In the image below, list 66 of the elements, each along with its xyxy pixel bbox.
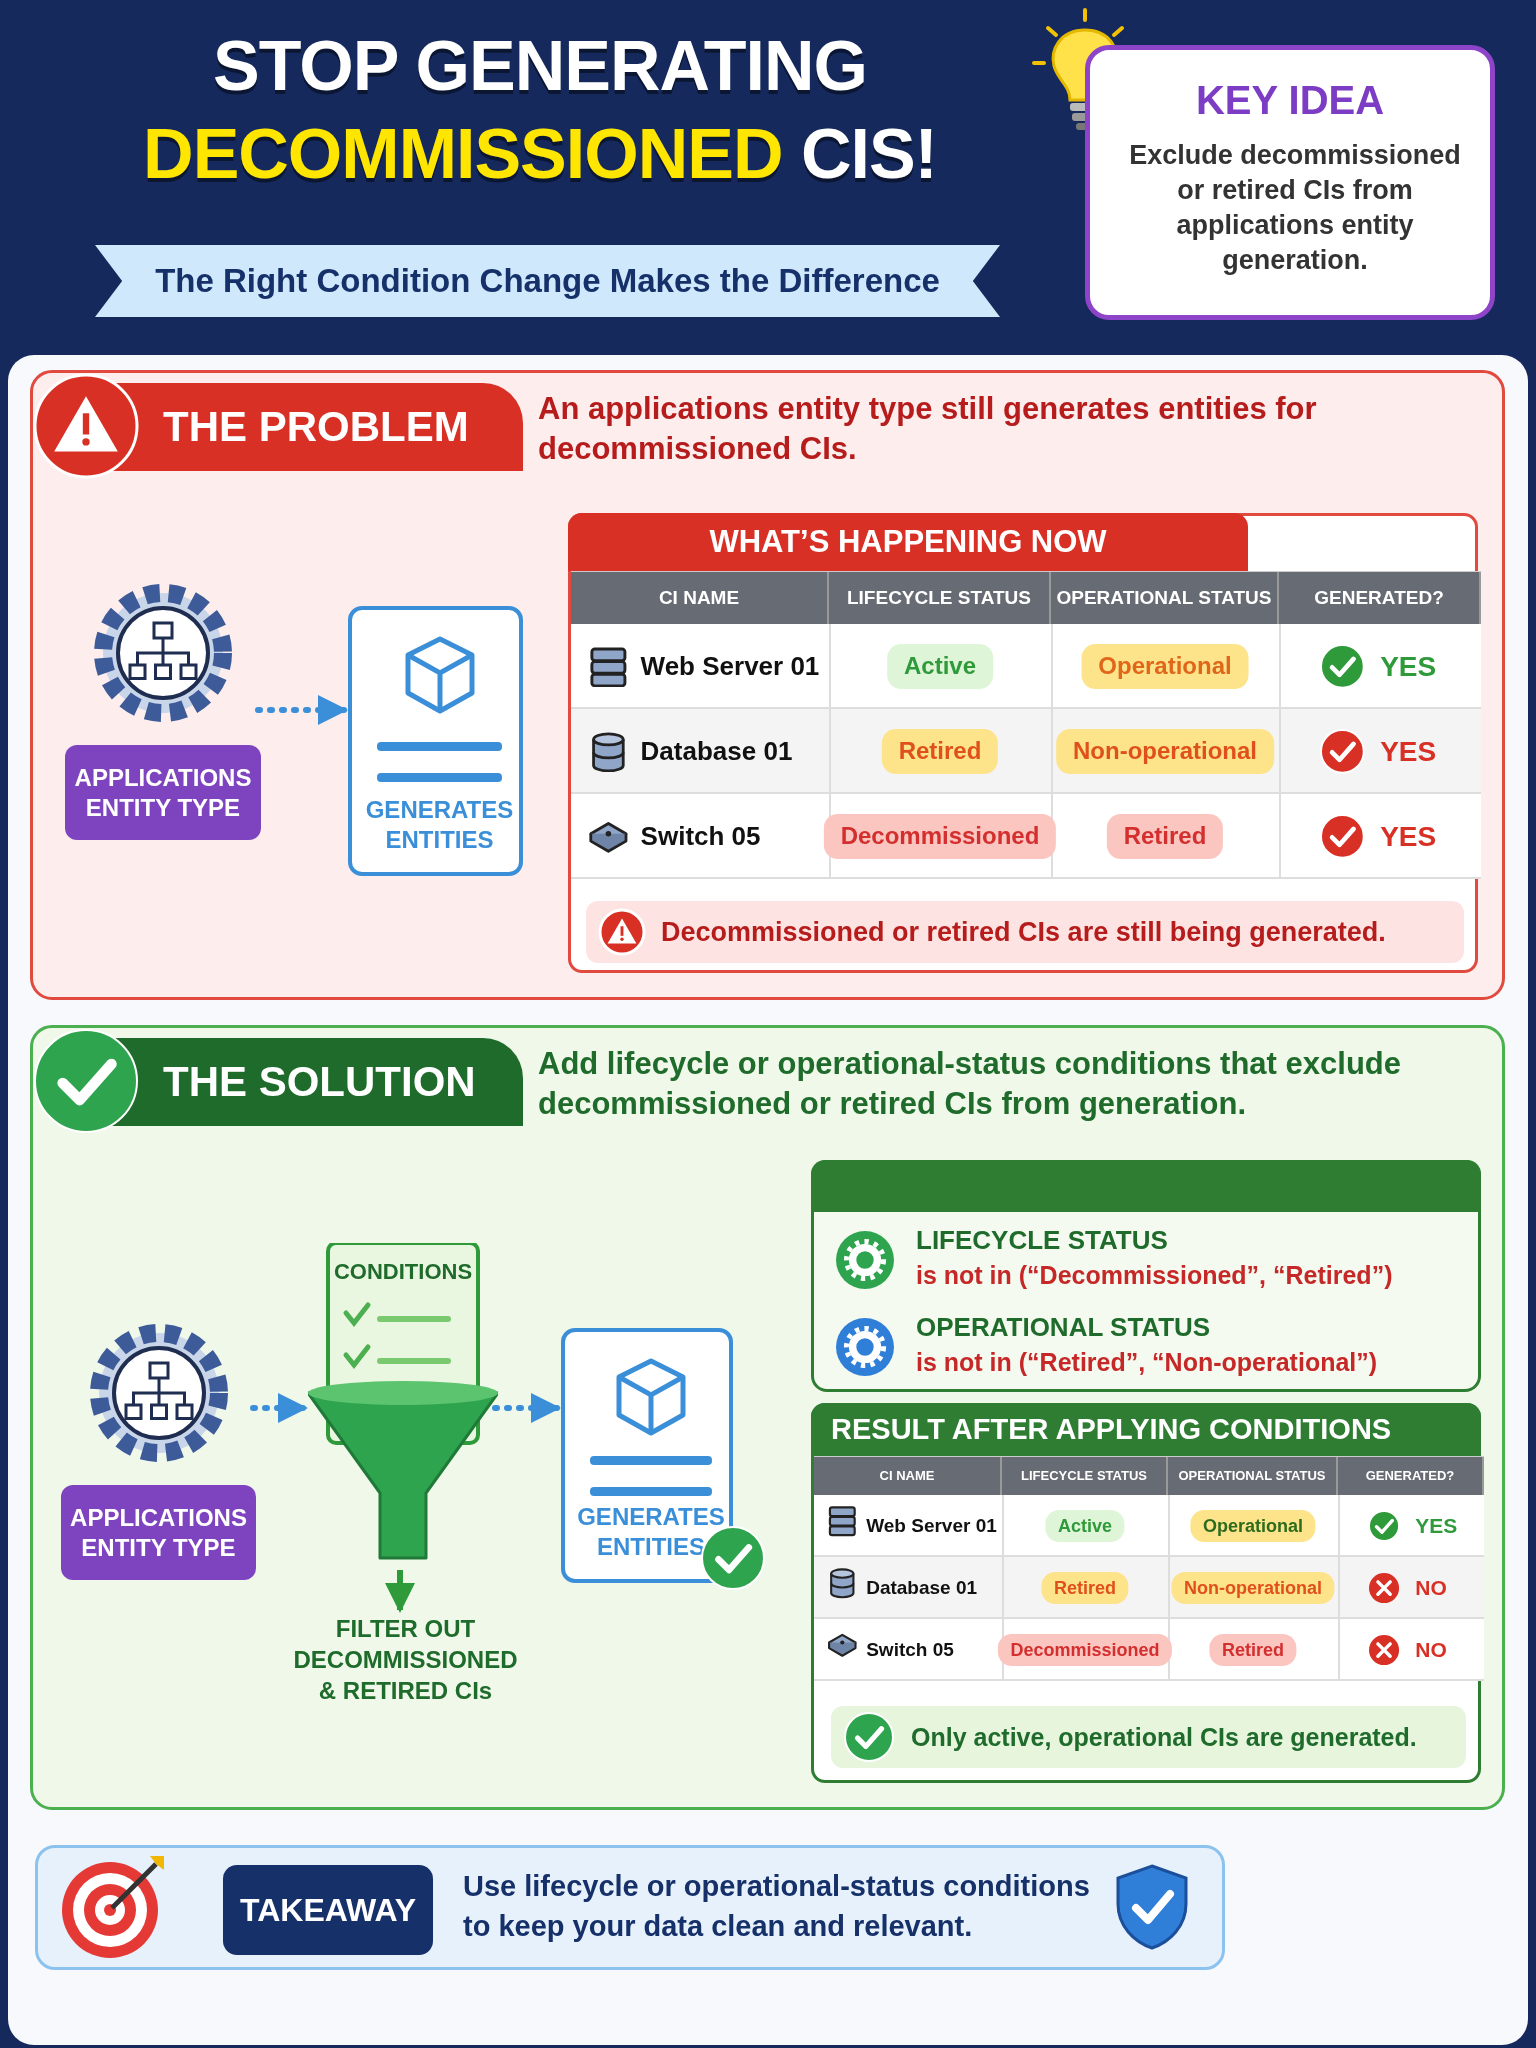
alert-banner: [831, 1706, 1466, 1768]
card-heading: KEY IDEA: [1194, 78, 1386, 123]
subtitle-ribbon: The Right Condition Change Makes the Difference: [95, 245, 1000, 317]
condition-rule: is not in (“Decommissioned”, “Retired”): [916, 1261, 1393, 1290]
document-heading: CONDITIONS: [332, 1259, 474, 1285]
takeaway-label: TAKEAWAY: [223, 1865, 433, 1955]
card-text: Exclude decommissioned or retired CIs from applications entity generation.: [1128, 139, 1462, 277]
ci-name: Web Server 01: [866, 1514, 997, 1538]
entity-type-tag: APPLICATIONS ENTITY TYPE: [65, 745, 261, 840]
column-header: LIFECYCLE STATUS: [829, 572, 1051, 624]
generated-value: NO: [1415, 1575, 1447, 1601]
ci-name: Switch 05: [866, 1638, 954, 1662]
generated-value: YES: [1380, 820, 1437, 854]
status-pill: Retired: [1106, 814, 1224, 859]
section-description: Add lifecycle or operational-status conditions that exclude decommissioned or retired CIs from generation.: [538, 1045, 1402, 1123]
generated-value: YES: [1380, 735, 1437, 769]
status-pill: Operational: [1081, 644, 1249, 689]
solution-panel: [30, 1025, 1505, 1810]
status-pill: Retired: [881, 729, 999, 774]
arrow: [385, 1570, 415, 1613]
column-header: GENERATED?: [1279, 572, 1481, 624]
generated-value: NO: [1415, 1637, 1447, 1663]
title: STOP GENERATING DECOMMISSIONED CIS!: [142, 26, 938, 195]
key-idea-card: [1085, 45, 1495, 320]
status-pill: Non-operational: [1171, 1571, 1335, 1605]
alert-text: Decommissioned or retired CIs are still being generated.: [661, 916, 1386, 949]
section-description: An applications entity type still generates entities for decommissioned CIs.: [538, 390, 1318, 468]
card-caption: GENERATES ENTITIES: [576, 1502, 726, 1562]
takeaway-banner: [35, 1845, 1225, 1970]
condition-name: LIFECYCLE STATUS: [916, 1225, 1168, 1256]
status-pill: Active: [887, 644, 993, 689]
ci-name: Database 01: [866, 1576, 978, 1600]
table-heading: WHAT’S HAPPENING NOW: [568, 513, 1248, 571]
status-pill: Decommissioned: [823, 814, 1057, 859]
column-header: CI NAME: [571, 572, 829, 624]
generated-value: YES: [1380, 650, 1437, 684]
card-caption: GENERATES ENTITIES: [364, 795, 515, 855]
column-header: CI NAME: [814, 1457, 1002, 1495]
arrow: [250, 1393, 308, 1423]
takeaway-text: Use lifecycle or operational-status conditions to keep your data clean and relevant.: [463, 1869, 1091, 1944]
arrow: [492, 1393, 561, 1423]
entity-card: [561, 1328, 733, 1583]
alert-text: Only active, operational CIs are generated.: [911, 1722, 1417, 1753]
generated-value: YES: [1415, 1513, 1458, 1539]
column-header: LIFECYCLE STATUS: [1002, 1457, 1168, 1495]
ci-name: Switch 05: [640, 820, 761, 853]
alert-banner: [586, 901, 1464, 963]
status-pill: Non-operational: [1056, 729, 1274, 774]
status-pill: Operational: [1190, 1509, 1316, 1543]
arrow: [255, 695, 348, 725]
table-panel: [568, 513, 1478, 973]
filter-caption: FILTER OUT DECOMMISSIONED & RETIRED CIs: [288, 1613, 523, 1713]
problem-panel: [30, 370, 1505, 1000]
column-header: OPERATIONAL STATUS: [1051, 572, 1279, 624]
ci-name: Database 01: [640, 735, 793, 768]
column-header: OPERATIONAL STATUS: [1168, 1457, 1338, 1495]
ci-name: Web Server 01: [640, 650, 820, 683]
condition-name: OPERATIONAL STATUS: [916, 1312, 1211, 1343]
condition-rule: is not in (“Retired”, “Non-operational”): [916, 1348, 1378, 1377]
table-heading: RESULT AFTER APPLYING CONDITIONS: [811, 1403, 1481, 1456]
table-panel: [811, 1403, 1481, 1783]
entity-card: [348, 606, 523, 876]
status-pill: Decommissioned: [997, 1633, 1173, 1667]
column-header: GENERATED?: [1338, 1457, 1484, 1495]
entity-type-tag: APPLICATIONS ENTITY TYPE: [61, 1485, 256, 1580]
conditions-panel: [811, 1160, 1481, 1392]
